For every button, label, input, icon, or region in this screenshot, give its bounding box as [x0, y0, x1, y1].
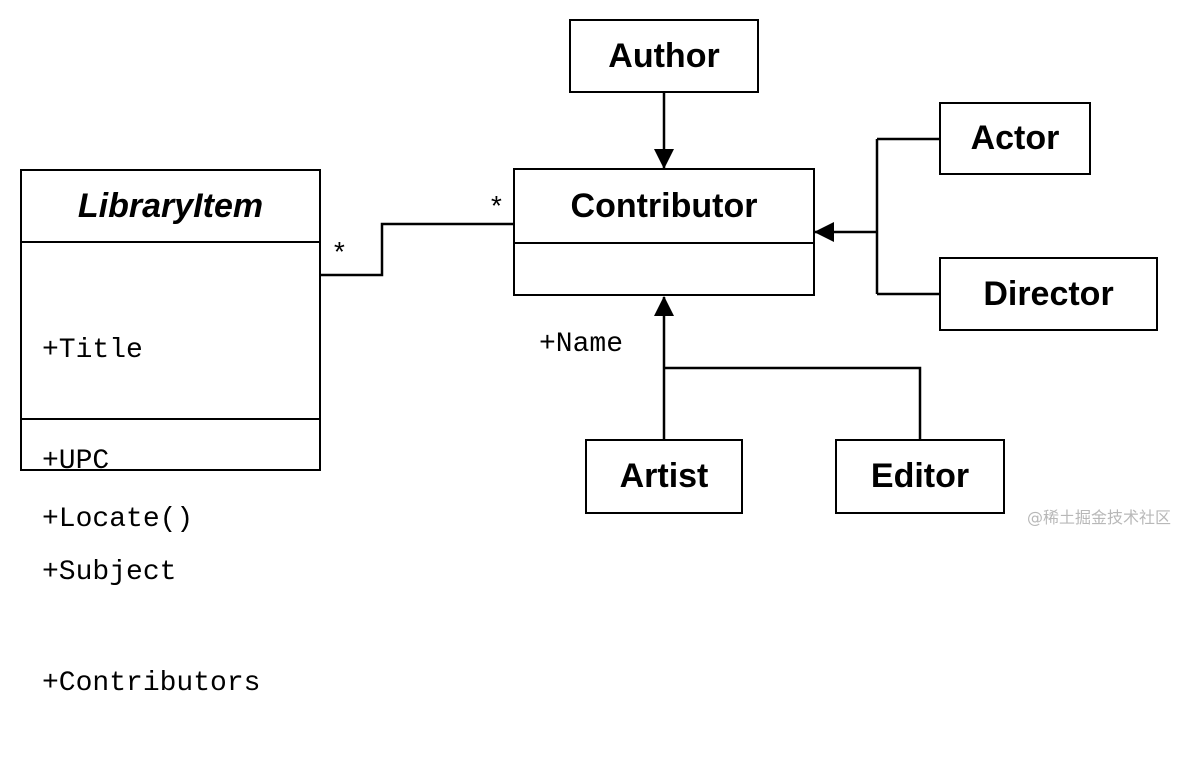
attribute-upc: +UPC — [42, 446, 110, 477]
author-class: Author — [569, 19, 759, 93]
operation-locate: +Locate() — [42, 504, 194, 535]
contributor-attributes: +Name — [539, 252, 623, 437]
artist-class: Artist — [585, 439, 743, 514]
diagram-connectors — [321, 92, 940, 440]
attribute-title: +Title — [42, 335, 143, 366]
artist-class-name: Artist — [619, 457, 709, 495]
actor-class-name: Actor — [970, 119, 1060, 157]
editor-class: Editor — [835, 439, 1005, 514]
editor-branch-line — [664, 366, 922, 440]
association-line — [321, 222, 514, 277]
library-item-class: LibraryItem +Title +UPC +Subject +Contri… — [20, 169, 321, 699]
director-class: Director — [939, 257, 1158, 331]
contributor-multiplicity: * — [488, 194, 505, 225]
attribute-name: +Name — [539, 329, 624, 360]
author-class-name: Author — [608, 36, 720, 75]
actor-class: Actor — [939, 102, 1091, 175]
editor-class-name: Editor — [870, 457, 970, 495]
class-divider — [22, 241, 319, 243]
library-item-class-name: LibraryItem — [77, 186, 264, 225]
director-class-name: Director — [983, 274, 1114, 313]
attribute-contributors: +Contributors — [42, 668, 261, 699]
contributor-class: Contributor +Name — [513, 168, 815, 360]
library-item-operations: +Locate() — [42, 427, 193, 612]
class-divider — [22, 418, 319, 420]
library-item-multiplicity: * — [331, 240, 348, 271]
watermark: @稀土掘金技术社区 — [1026, 508, 1171, 527]
class-divider — [515, 242, 813, 244]
contributor-class-name: Contributor — [570, 186, 758, 225]
